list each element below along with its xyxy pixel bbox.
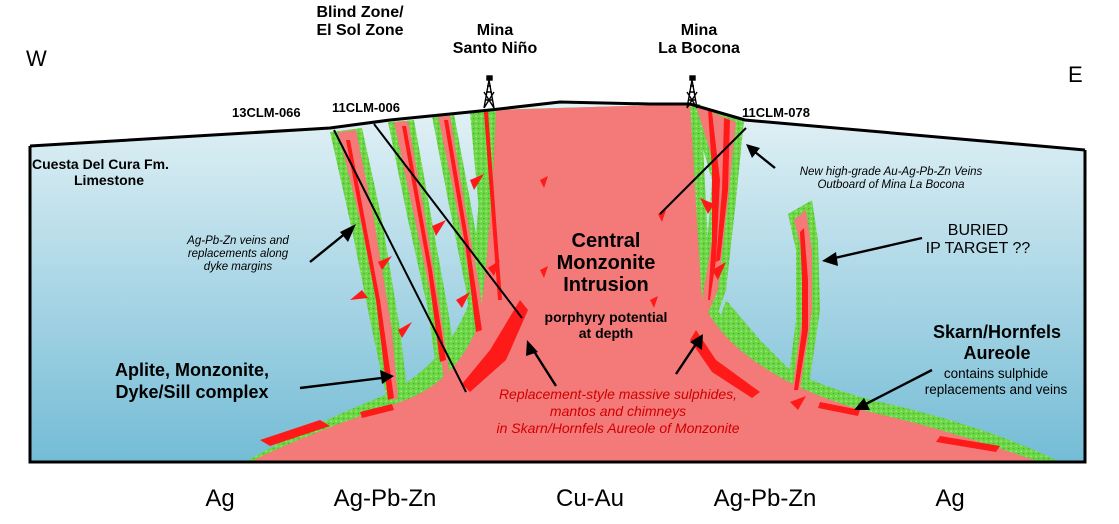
headframe-icon-la-bocona xyxy=(686,75,698,109)
santo-nino-title: Mina Santo Niño xyxy=(440,22,550,59)
drillhole-label-11clm-006: 11CLM-006 xyxy=(332,100,400,115)
buried-line1: BURIED xyxy=(947,222,1009,239)
cuesta-line2: Limestone xyxy=(74,172,145,189)
metal-zone-agpbzn-west: Ag-Pb-Zn xyxy=(333,485,437,512)
replacement-line1: Replacement-style massive sulphides, xyxy=(498,386,738,402)
metal-zone-cuau: Cu-Au xyxy=(555,485,625,512)
sulphide-veins xyxy=(260,110,1000,452)
skarn-line3: contains sulphide xyxy=(943,366,1049,381)
metal-zone-ag-east: Ag xyxy=(935,485,965,512)
santo-nino-title-line2: Santo Niño xyxy=(452,40,538,58)
santo-nino-title-line1: Mina xyxy=(476,22,514,39)
newveins-line1: New high-grade Au-Ag-Pb-Zn Veins xyxy=(799,166,983,178)
cuesta-formation-label: Cuesta Del Cura Fm. Limestone xyxy=(32,156,169,188)
buried-ip-label: BURIED IP TARGET ?? xyxy=(908,222,1048,259)
compass-east: E xyxy=(1068,62,1083,87)
compass-west: W xyxy=(26,46,47,71)
skarn-line1: Skarn/Hornfels xyxy=(932,322,1062,342)
veins-line2: replacements along xyxy=(187,248,289,261)
east-branch-halo xyxy=(716,300,812,400)
skarn-line2: Aureole xyxy=(963,342,1031,363)
cuesta-line1: Cuesta Del Cura Fm. xyxy=(32,156,169,172)
surface-topography xyxy=(29,100,1086,152)
central-line3: Intrusion xyxy=(563,274,649,296)
blind-zone-title-line2: El Sol Zone xyxy=(316,22,404,40)
replacement-line3: in Skarn/Hornfels Aureole of Monzonite xyxy=(496,419,740,436)
skarn-line4: replacements and veins xyxy=(924,382,1068,398)
veins-label: Ag-Pb-Zn veins and replacements along dy… xyxy=(158,235,318,275)
arrowheads xyxy=(340,144,870,410)
aplite-complex-label: Aplite, Monzonite, Dyke/Sill complex xyxy=(92,360,292,403)
porphyry-label: porphyry potential at depth xyxy=(528,309,684,341)
metal-zone-ag-west: Ag xyxy=(205,485,235,512)
drillhole-11clm-006 xyxy=(373,123,523,319)
porphyry-line1: porphyry potential xyxy=(544,309,668,325)
skarn-contains-label: contains sulphide replacements and veins xyxy=(896,366,1096,398)
newveins-line2: Outboard of Mina La Bocona xyxy=(817,179,965,192)
porphyry-line2: at depth xyxy=(578,325,634,342)
central-monzonite-intrusion xyxy=(250,104,1040,462)
replacement-style-label: Replacement-style massive sulphides, man… xyxy=(418,386,818,436)
aplite-line2: Dyke/Sill complex xyxy=(115,381,269,402)
headframe-icon-santo-nino xyxy=(483,75,495,109)
la-bocona-title-line2: La Bocona xyxy=(658,40,740,58)
central-line1: Central xyxy=(571,230,641,252)
blind-zone-title-line1: Blind Zone/ xyxy=(316,4,404,21)
la-bocona-title-line1: Mina xyxy=(680,22,718,39)
buried-line2: IP TARGET ?? xyxy=(925,240,1031,258)
new-veins-label: New high-grade Au-Ag-Pb-Zn Veins Outboar… xyxy=(766,166,1016,192)
metal-zone-agpbzn-east: Ag-Pb-Zn xyxy=(713,485,817,512)
central-line2: Monzonite xyxy=(556,252,656,274)
replacement-line2: mantos and chimneys xyxy=(549,402,687,419)
veins-line3: dyke margins xyxy=(203,261,273,274)
blind-zone-title: Blind Zone/ El Sol Zone xyxy=(300,4,420,41)
central-intrusion-label: Central Monzonite Intrusion xyxy=(536,230,676,296)
skarn-aureole-label: Skarn/Hornfels Aureole xyxy=(912,322,1082,363)
la-bocona-title: Mina La Bocona xyxy=(644,22,754,59)
drillhole-label-13clm-066: 13CLM-066 xyxy=(232,105,301,120)
drillhole-13clm-066 xyxy=(333,129,467,393)
section-frame xyxy=(28,146,1087,464)
drillhole-label-11clm-078: 11CLM-078 xyxy=(742,105,810,120)
veins-line1: Ag-Pb-Zn veins and xyxy=(187,235,289,247)
aplite-line1: Aplite, Monzonite, xyxy=(115,360,269,380)
drillhole-11clm-078 xyxy=(659,127,747,215)
